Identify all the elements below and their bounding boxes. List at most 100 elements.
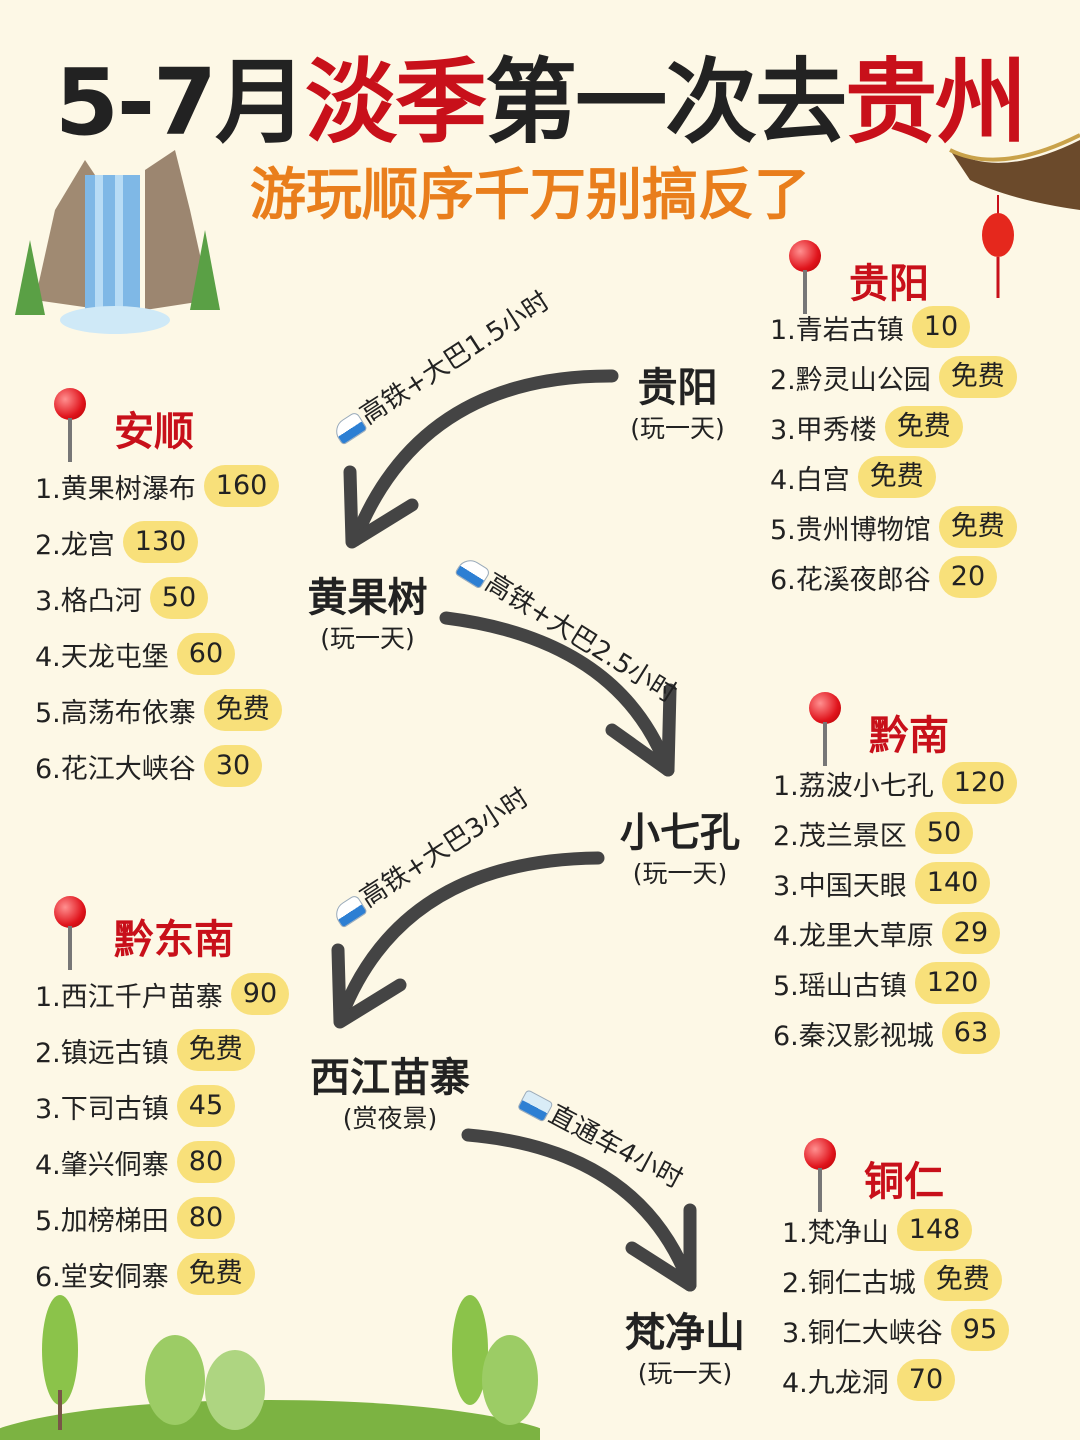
price-badge: 140 — [914, 862, 991, 904]
map-pin-icon — [805, 692, 845, 772]
price-badge: 免费 — [884, 406, 963, 448]
attraction-name: 4.白宫 — [770, 464, 850, 496]
price-badge: 免费 — [923, 1259, 1002, 1301]
price-badge: 60 — [176, 633, 236, 675]
arrow-guiyang-huangguoshu — [348, 369, 619, 547]
trees-illustration — [0, 1295, 540, 1440]
arrow-xiaoqikong-xijiang — [333, 851, 605, 1027]
attraction-name: 1.西江千户苗寨 — [35, 981, 223, 1013]
attraction-name: 4.肇兴侗寨 — [35, 1149, 169, 1181]
price-badge: 80 — [176, 1197, 236, 1239]
attraction-name: 3.铜仁大峡谷 — [782, 1317, 943, 1349]
region-tongren: 铜仁 — [800, 1138, 944, 1218]
attraction-name: 2.黔灵山公园 — [770, 364, 931, 396]
price-badge: 免费 — [176, 1253, 255, 1295]
attraction-name: 4.天龙屯堡 — [35, 641, 169, 673]
price-badge: 120 — [914, 962, 991, 1004]
attraction-name: 2.茂兰景区 — [773, 820, 907, 852]
attraction-item: 2.镇远古镇免费 — [35, 1022, 289, 1078]
attraction-name: 1.黄果树瀑布 — [35, 473, 196, 505]
attraction-name: 3.下司古镇 — [35, 1093, 169, 1125]
region-qiannan: 黔南 — [805, 692, 949, 772]
price-badge: 95 — [950, 1309, 1010, 1351]
pagoda-lantern-illustration — [949, 133, 1080, 298]
price-badge: 30 — [203, 745, 263, 787]
map-pin-icon — [50, 388, 90, 468]
price-badge: 50 — [149, 577, 209, 619]
price-badge: 50 — [914, 812, 974, 854]
price-badge: 120 — [941, 762, 1018, 804]
arrow-xijiang-fanjingshan — [461, 1128, 697, 1292]
region-anshun: 安顺 — [50, 388, 194, 468]
stop-xiaoqikong: 小七孔(玩一天) — [620, 810, 740, 888]
region-title: 黔东南 — [114, 917, 234, 963]
price-badge: 160 — [203, 465, 280, 507]
attraction-name: 4.九龙洞 — [782, 1367, 889, 1399]
map-pin-icon — [50, 896, 90, 976]
attraction-name: 1.梵净山 — [782, 1217, 889, 1249]
waterfall-illustration — [15, 150, 220, 334]
attraction-item: 3.甲秀楼免费 — [770, 402, 1017, 452]
price-badge: 70 — [896, 1359, 956, 1401]
price-badge: 免费 — [938, 506, 1017, 548]
price-badge: 148 — [896, 1209, 973, 1251]
page-title: 5-7月淡季第一次去贵州 — [54, 49, 1027, 156]
attraction-name: 3.甲秀楼 — [770, 414, 877, 446]
attraction-item: 6.堂安侗寨免费 — [35, 1246, 289, 1302]
region-title: 贵阳 — [849, 261, 929, 307]
attraction-name: 6.秦汉影视城 — [773, 1020, 934, 1052]
attraction-item: 5.贵州博物馆免费 — [770, 502, 1017, 552]
price-badge: 45 — [176, 1085, 236, 1127]
price-badge: 90 — [230, 973, 290, 1015]
price-badge: 80 — [176, 1141, 236, 1183]
attraction-item: 5.高荡布依寨免费 — [35, 682, 282, 738]
attraction-name: 6.堂安侗寨 — [35, 1261, 169, 1293]
map-pin-icon — [785, 240, 825, 320]
attraction-name: 6.花溪夜郎谷 — [770, 564, 931, 596]
attraction-name: 1.青岩古镇 — [770, 314, 904, 346]
attraction-name: 2.龙宫 — [35, 529, 115, 561]
stop-xijiang: 西江苗寨(赏夜景) — [310, 1055, 470, 1133]
price-badge: 免费 — [176, 1029, 255, 1071]
price-badge: 10 — [911, 306, 971, 348]
attraction-name: 6.花江大峡谷 — [35, 753, 196, 785]
stop-guiyang: 贵阳(玩一天) — [630, 365, 725, 443]
attraction-name: 5.加榜梯田 — [35, 1205, 169, 1237]
attraction-name: 5.贵州博物馆 — [770, 514, 931, 546]
attraction-item: 2.铜仁古城免费 — [782, 1255, 1009, 1305]
page-subtitle: 游玩顺序千万别搞反了 — [250, 163, 810, 228]
stop-fanjingshan: 梵净山(玩一天) — [625, 1310, 745, 1388]
attraction-name: 3.格凸河 — [35, 585, 142, 617]
region-guiyang: 贵阳 — [785, 240, 929, 320]
price-badge: 20 — [938, 556, 998, 598]
attraction-name: 3.中国天眼 — [773, 870, 907, 902]
attraction-name: 5.瑶山古镇 — [773, 970, 907, 1002]
attraction-name: 1.荔波小七孔 — [773, 770, 934, 802]
stop-huangguoshu: 黄果树(玩一天) — [307, 575, 428, 653]
attraction-name: 2.铜仁古城 — [782, 1267, 916, 1299]
attraction-name: 2.镇远古镇 — [35, 1037, 169, 1069]
